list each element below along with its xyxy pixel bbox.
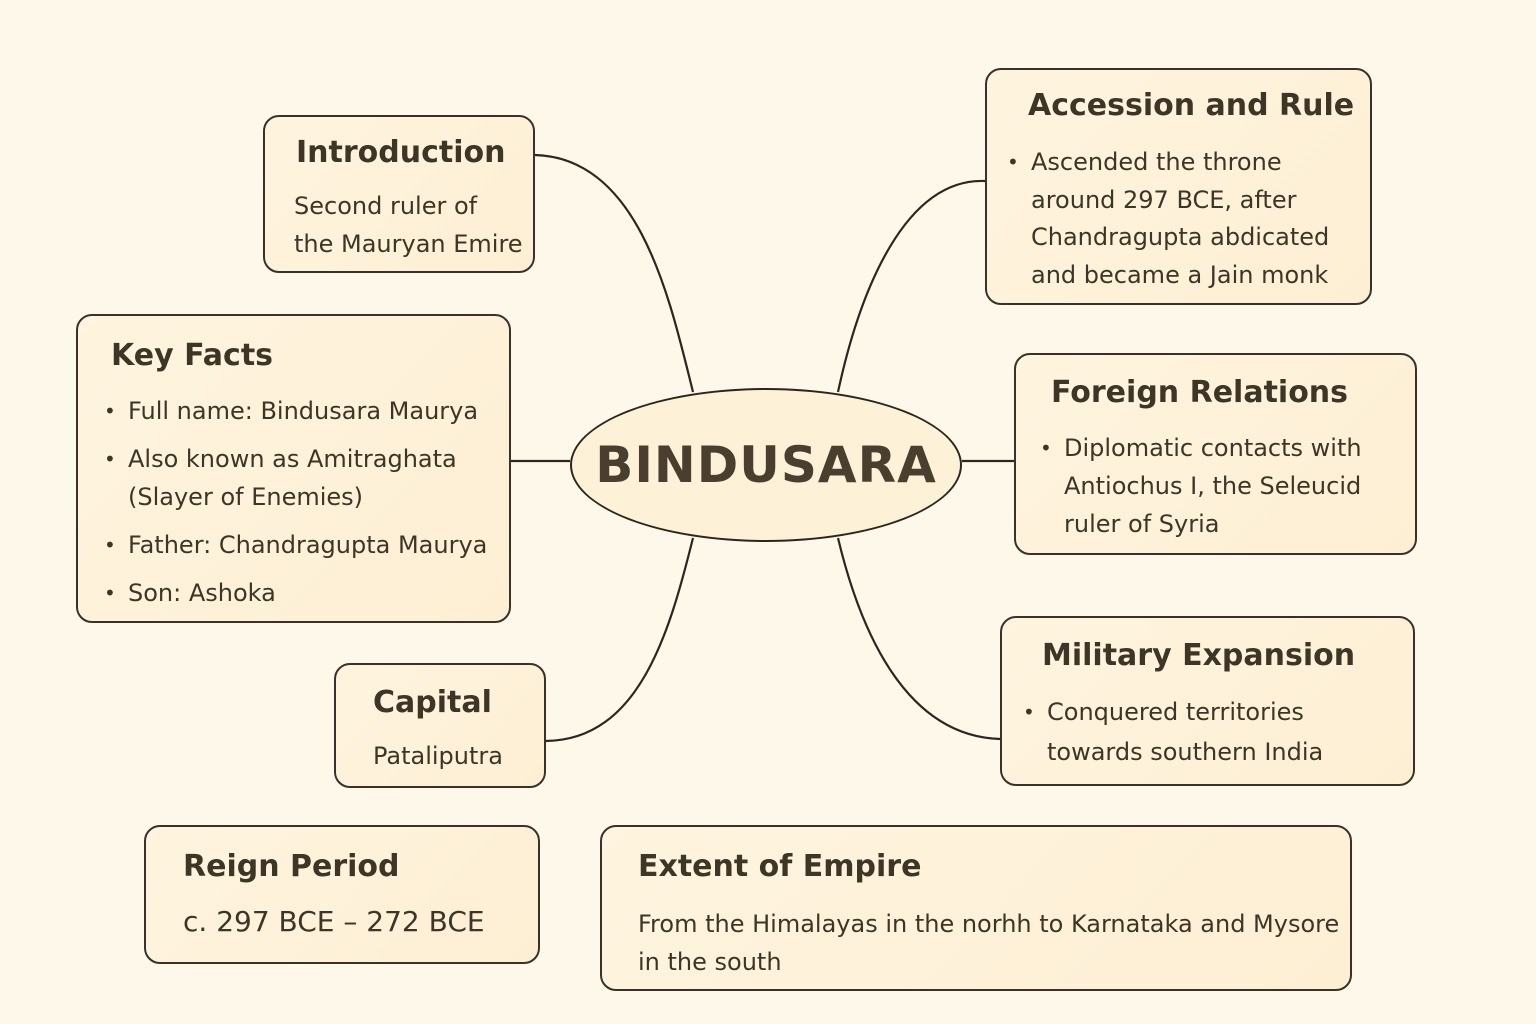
list-item: Conquered territories towards southern I… — [1023, 692, 1343, 772]
reign-period-node: Reign Period c. 297 BCE – 272 BCE — [144, 825, 540, 964]
link-introduction — [534, 153, 695, 393]
accession-node: Accession and Rule Ascended the throne a… — [985, 68, 1372, 305]
link-capital — [545, 537, 695, 743]
accession-title: Accession and Rule — [1028, 88, 1355, 123]
extent-title: Extent of Empire — [638, 849, 922, 884]
list-item: Diplomatic contacts with Antiochus I, th… — [1040, 429, 1380, 543]
introduction-title: Introduction — [296, 135, 506, 170]
capital-text: Pataliputra — [373, 742, 503, 770]
list-item: Father: Chandragupta Maurya — [104, 526, 504, 564]
extent-node: Extent of Empire From the Himalayas in t… — [600, 825, 1352, 991]
extent-text: From the Himalayas in the norhh to Karna… — [638, 910, 1340, 976]
accession-list: Ascended the throne around 297 BCE, afte… — [1007, 144, 1347, 294]
list-item: Full name: Bindusara Maurya — [104, 392, 504, 430]
key-facts-title: Key Facts — [111, 338, 274, 373]
link-accession — [836, 179, 986, 393]
foreign-relations-list: Diplomatic contacts with Antiochus I, th… — [1040, 429, 1380, 543]
reign-period-text: c. 297 BCE – 272 BCE — [183, 905, 485, 938]
introduction-node: Introduction Second ruler of the Mauryan… — [263, 115, 535, 273]
introduction-line: the Mauryan Emire — [294, 230, 523, 258]
foreign-relations-node: Foreign Relations Diplomatic contacts wi… — [1014, 353, 1417, 555]
link-military — [836, 537, 1001, 741]
foreign-relations-title: Foreign Relations — [1051, 375, 1349, 410]
introduction-line: Second ruler of — [294, 192, 478, 220]
key-facts-node: Key Facts Full name: Bindusara Maurya Al… — [76, 314, 511, 623]
military-expansion-list: Conquered territories towards southern I… — [1023, 692, 1343, 772]
central-topic: BINDUSARA — [570, 388, 962, 542]
list-item: Son: Ashoka — [104, 574, 504, 612]
capital-title: Capital — [373, 685, 492, 720]
capital-node: Capital Pataliputra — [334, 663, 546, 788]
introduction-text: Second ruler of the Mauryan Emire — [294, 187, 523, 263]
list-item: Ascended the throne around 297 BCE, afte… — [1007, 144, 1347, 294]
military-expansion-node: Military Expansion Conquered territories… — [1000, 616, 1415, 786]
central-topic-label: BINDUSARA — [595, 436, 937, 494]
key-facts-list: Full name: Bindusara Maurya Also known a… — [104, 392, 504, 612]
military-expansion-title: Military Expansion — [1042, 638, 1356, 673]
reign-period-title: Reign Period — [183, 849, 400, 884]
list-item: Also known as Amitraghata (Slayer of Ene… — [104, 440, 458, 516]
